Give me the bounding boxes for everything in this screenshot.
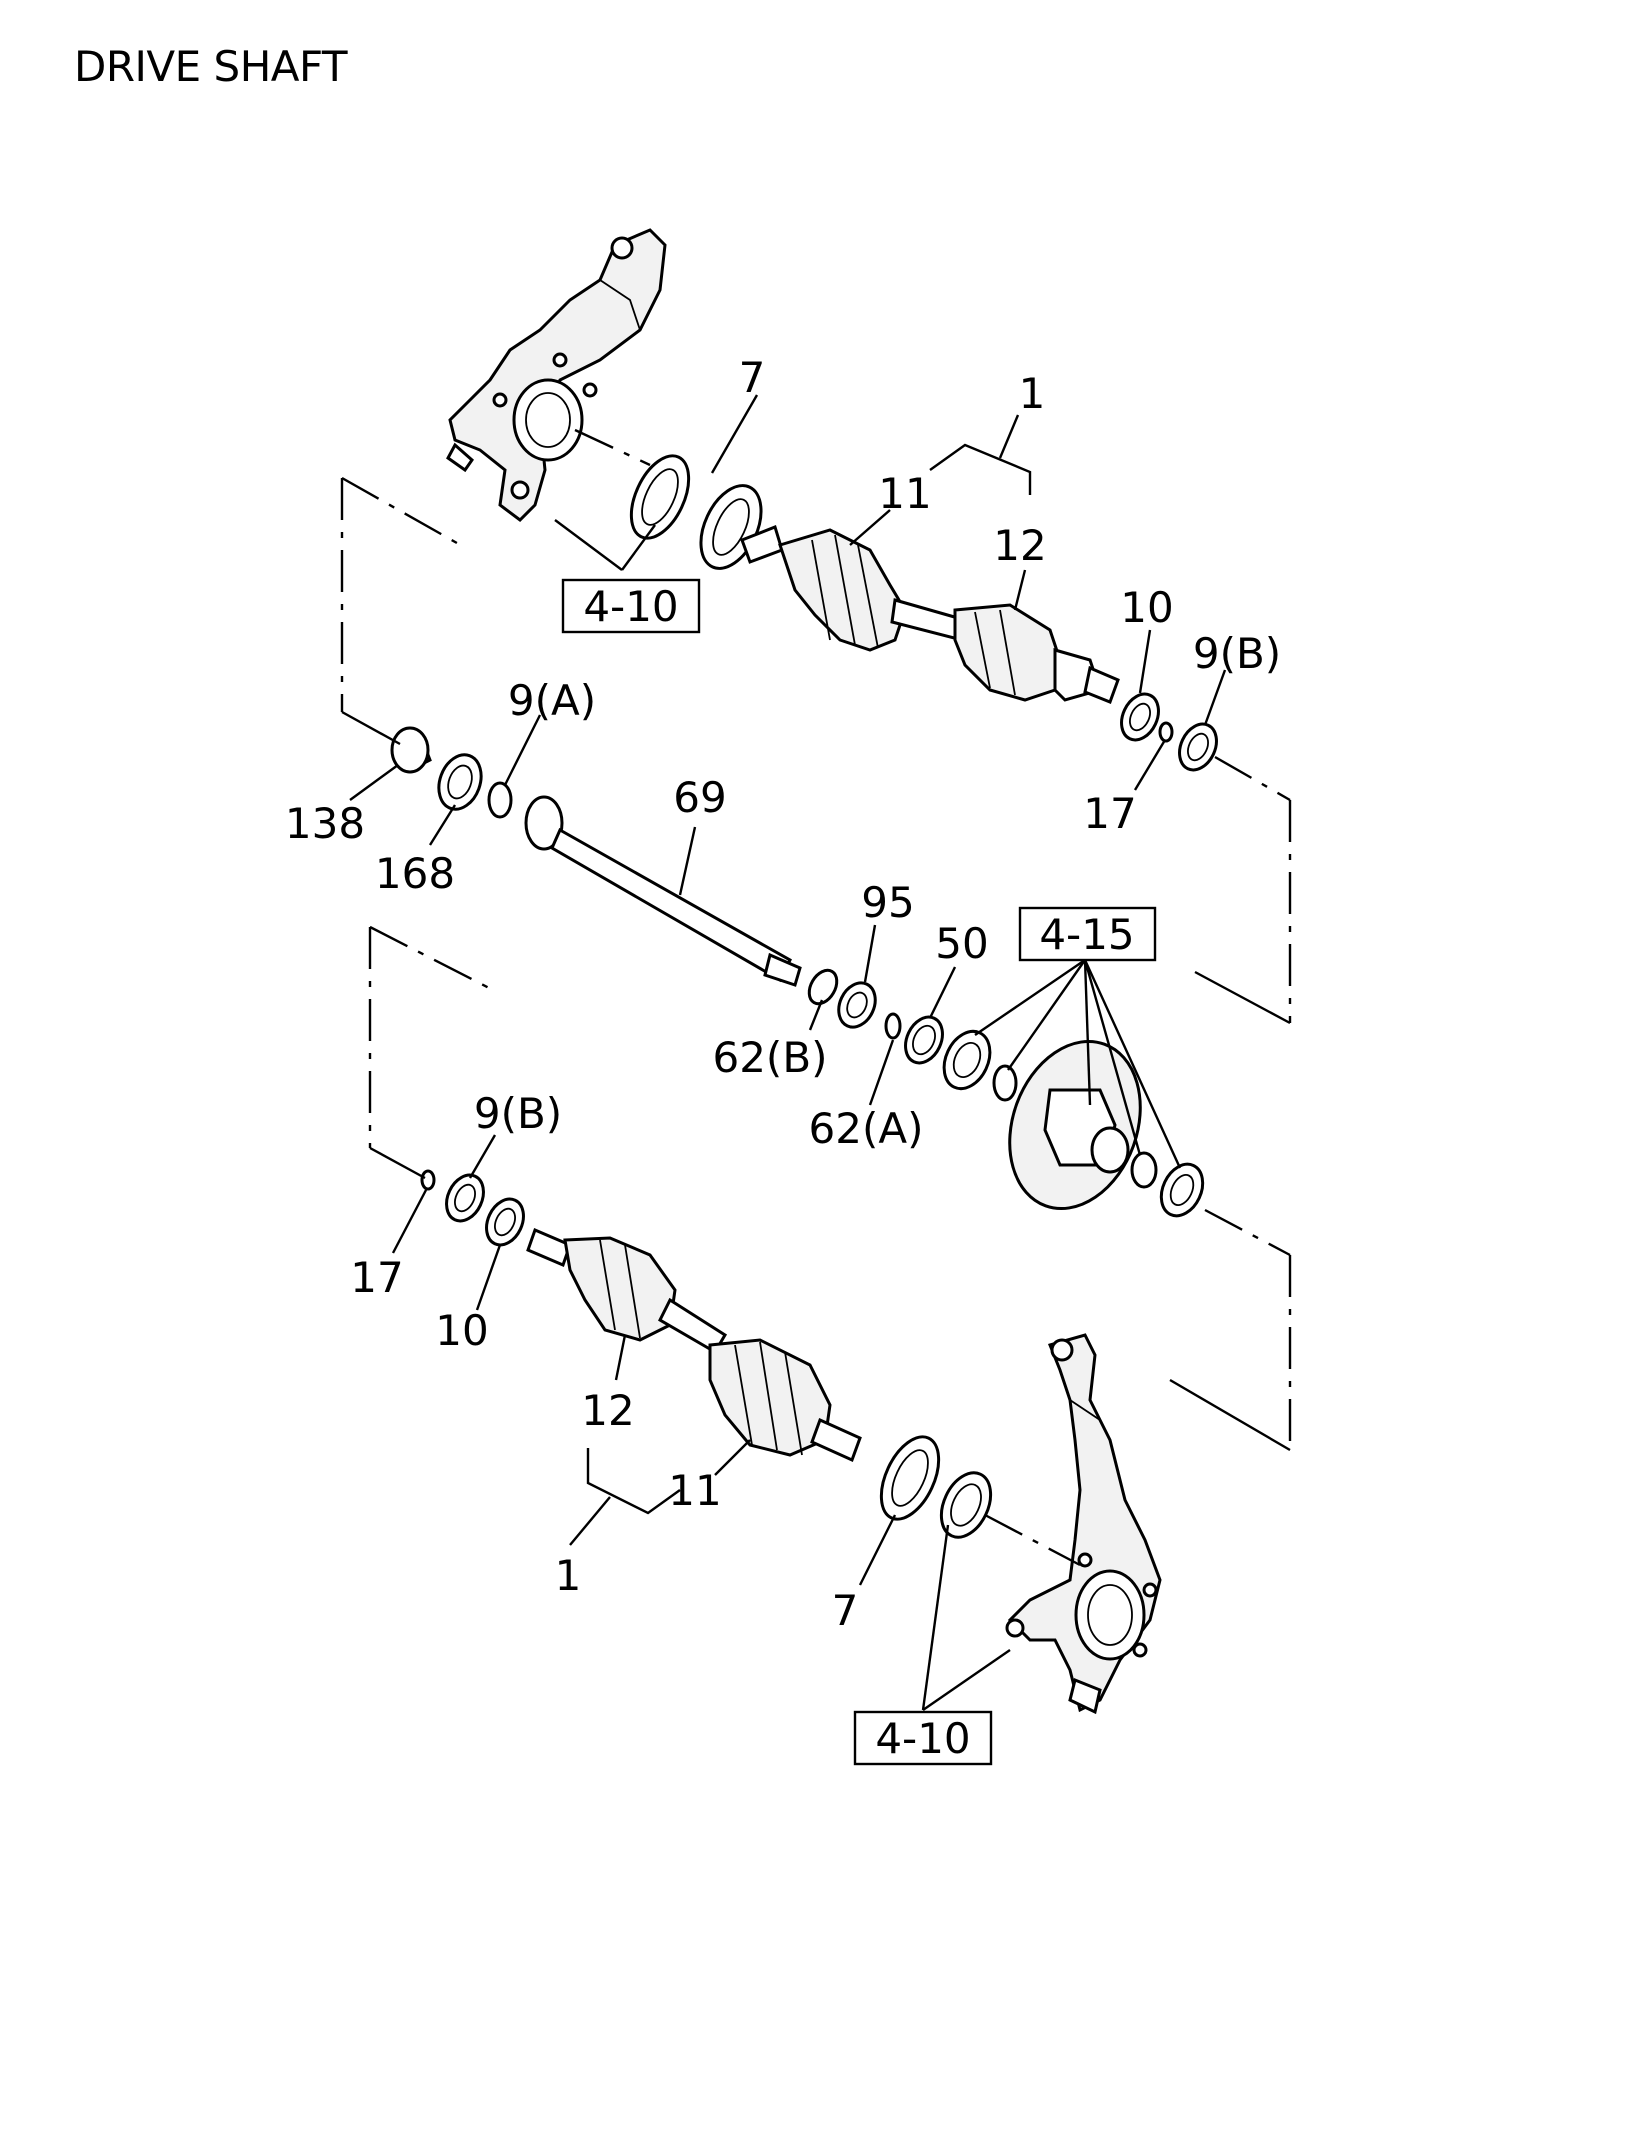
- label-138: 138: [285, 799, 365, 848]
- label-10-bottom: 10: [435, 1306, 488, 1355]
- label-9b-bottom: 9(B): [474, 1089, 562, 1138]
- label-10-top: 10: [1120, 583, 1173, 632]
- label-11-bottom: 11: [668, 1466, 721, 1515]
- steering-knuckle-bottom: [1005, 1333, 1162, 1715]
- label-12-bottom: 12: [581, 1386, 634, 1435]
- part-labels: 7 1 11 12 10 9(B) 17 9(A) 138 168 69 95 …: [285, 353, 1281, 1635]
- label-1-bottom: 1: [555, 1551, 582, 1600]
- label-12-top: 12: [993, 521, 1046, 570]
- ref-box-4-10-top[interactable]: 4-10: [561, 578, 701, 634]
- intermediate-shaft: [390, 726, 1205, 1218]
- label-62b: 62(B): [712, 1033, 827, 1082]
- steering-knuckle-top: [446, 228, 667, 522]
- ref-4-15: 4-15: [1039, 910, 1134, 959]
- label-11-top: 11: [878, 469, 931, 518]
- label-17-bottom: 17: [350, 1253, 403, 1302]
- ref-4-10-bottom: 4-10: [875, 1714, 970, 1763]
- label-7-top: 7: [739, 353, 766, 402]
- label-168: 168: [375, 849, 455, 898]
- ref-box-4-10-bottom[interactable]: 4-10: [853, 1710, 993, 1766]
- label-62a: 62(A): [809, 1104, 924, 1153]
- drive-shaft-top: [629, 454, 1218, 772]
- drive-shaft-bottom: [420, 1169, 993, 1539]
- label-17-top: 17: [1083, 789, 1136, 838]
- label-69: 69: [673, 773, 726, 822]
- ref-4-10-top: 4-10: [583, 582, 678, 631]
- label-1-top: 1: [1019, 369, 1046, 418]
- label-50: 50: [935, 919, 988, 968]
- label-9b-top: 9(B): [1193, 629, 1281, 678]
- label-9a: 9(A): [508, 676, 596, 725]
- label-7-bottom: 7: [832, 1586, 859, 1635]
- label-95: 95: [861, 878, 914, 927]
- ref-box-4-15[interactable]: 4-15: [1018, 906, 1157, 962]
- reference-chain-lines: [340, 428, 1292, 1567]
- page-title: DRIVE SHAFT: [74, 42, 348, 91]
- leader-lines: [349, 394, 1227, 1711]
